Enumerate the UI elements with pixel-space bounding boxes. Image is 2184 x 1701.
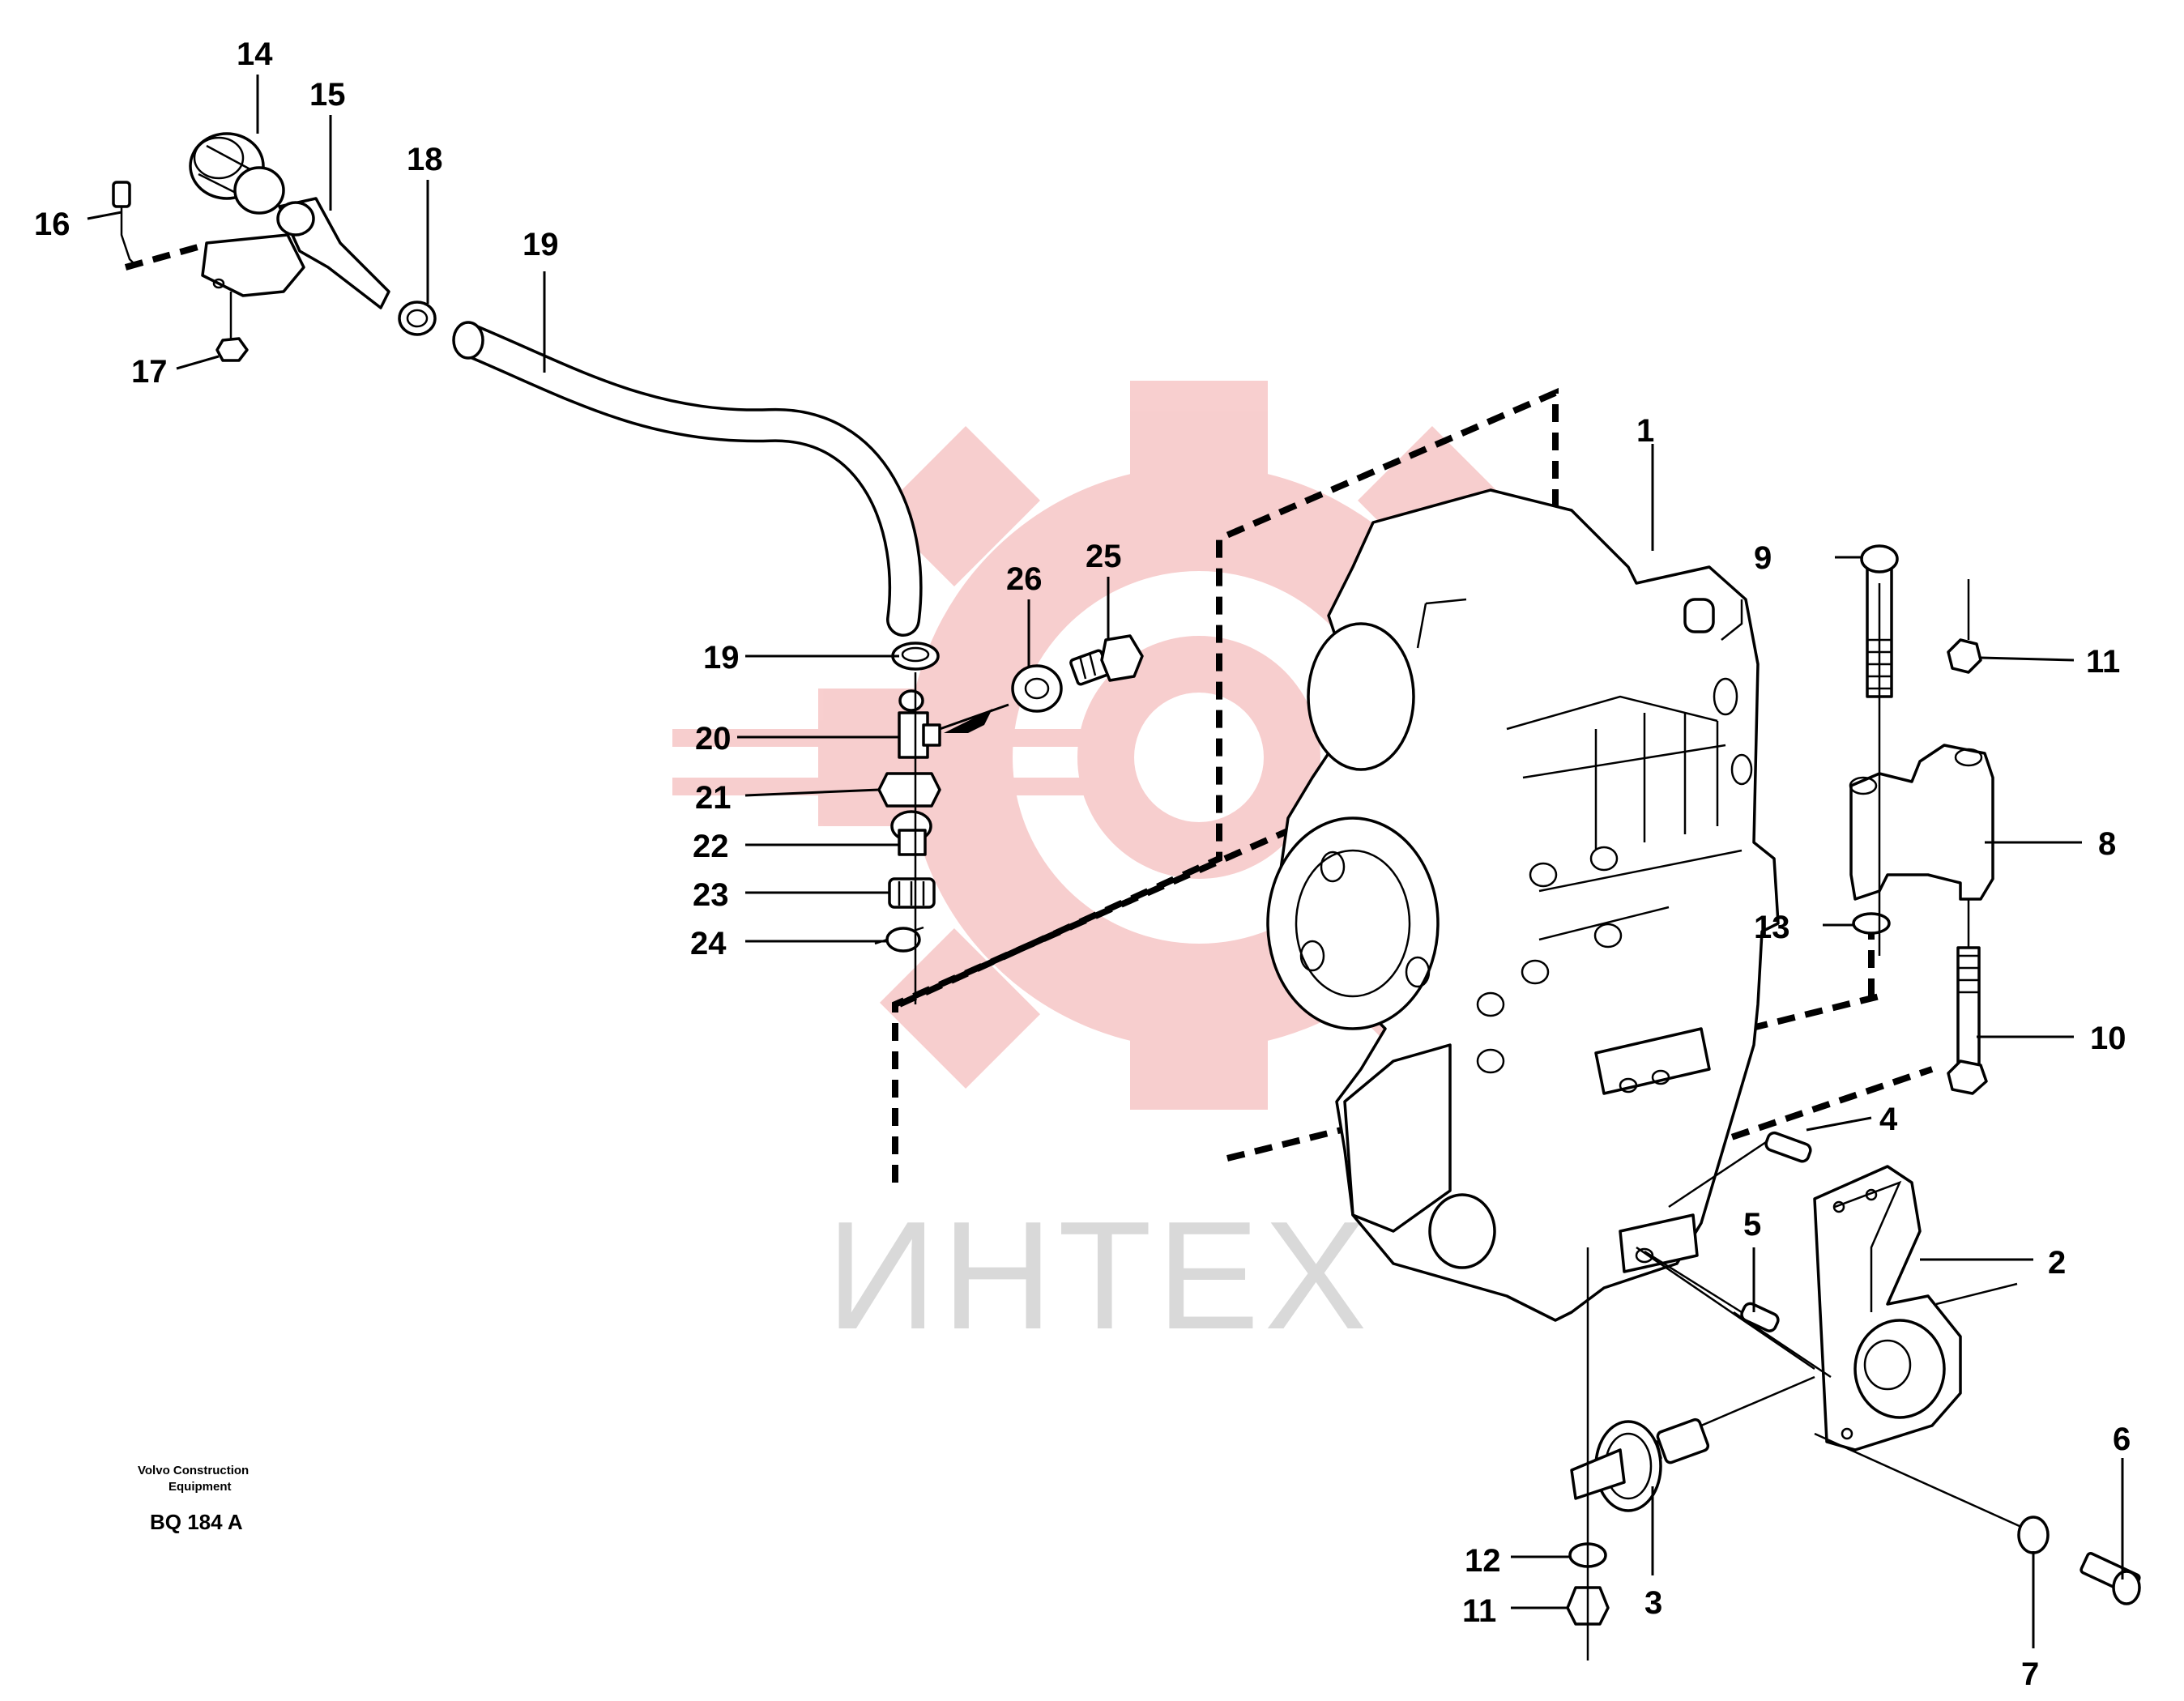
plug-25 — [1069, 634, 1144, 686]
washer-24 — [885, 927, 921, 953]
assembly-dashed-lines — [124, 241, 1934, 1183]
callout-14: 14 — [237, 36, 273, 72]
callout-11-bottom: 11 — [1462, 1593, 1496, 1629]
callout-19-top: 18 — [407, 142, 443, 177]
callout-20: 20 — [695, 721, 732, 757]
engine-mount-bracket — [1849, 744, 1994, 901]
callout-labels: 14 15 16 17 18 19 19 20 21 22 23 24 26 2… — [34, 36, 2131, 1692]
filler-cap-14 — [189, 132, 285, 215]
gearbox-housing — [1266, 488, 1780, 1322]
callout-22: 21 — [695, 780, 732, 816]
callout-17: 17 — [131, 354, 168, 390]
screw-16 — [112, 181, 134, 264]
pin-4 — [1764, 1131, 1812, 1163]
callout-26: 26 — [1006, 561, 1043, 597]
reference-company: Volvo Construction — [138, 1464, 249, 1477]
callout-leaders — [87, 75, 2124, 1648]
callout-6: 6 — [2113, 1422, 2131, 1457]
hose-clamp-19-top — [398, 301, 437, 336]
callout-7: 7 — [2021, 1656, 2039, 1692]
callout-10: 10 — [2090, 1021, 2126, 1056]
callout-1: 1 — [1636, 413, 1654, 449]
callout-16: 16 — [34, 207, 70, 242]
washer-26 — [1011, 664, 1063, 713]
callout-23: 22 — [693, 829, 729, 864]
callout-15: 15 — [309, 77, 346, 113]
callout-24: 24 — [690, 926, 727, 961]
washer-13 — [1852, 912, 1891, 935]
hose-clamp-19-bottom — [891, 642, 940, 671]
nut-17 — [215, 337, 249, 362]
callout-4: 4 — [1879, 1102, 1898, 1137]
pin-5 — [1740, 1302, 1780, 1332]
reference-block: Volvo Construction Equipment BQ 184 A — [138, 1464, 249, 1534]
callout-8: 8 — [2098, 826, 2116, 862]
callout-13: 13 — [1754, 910, 1790, 945]
bolt-10 — [1947, 946, 1988, 1095]
callout-3: 3 — [1644, 1585, 1662, 1621]
callout-25: 25 — [1086, 539, 1122, 574]
reference-company-line2: Equipment — [168, 1480, 232, 1494]
watermark-text: ИНТЕХ — [826, 1190, 1371, 1362]
callout-19-bottom: 19 — [703, 640, 740, 676]
adapter-23 — [890, 810, 932, 856]
tee-fitting-20 — [898, 689, 941, 759]
reference-code: BQ 184 A — [150, 1510, 243, 1534]
callout-5: 5 — [1743, 1207, 1761, 1243]
callout-12: 12 — [1465, 1543, 1501, 1579]
rubber-mount — [1570, 1418, 1710, 1512]
nut-11-top — [1947, 638, 1982, 674]
filler-tube-15 — [201, 197, 390, 309]
washer-7 — [2017, 1516, 2050, 1554]
callout-11-top: 11 — [2086, 644, 2120, 680]
bolt-6 — [2079, 1551, 2141, 1605]
callout-21: 23 — [693, 877, 729, 913]
mounting-bracket — [1813, 1165, 1962, 1452]
callout-9: 9 — [1754, 540, 1772, 576]
nut-22 — [877, 772, 941, 808]
hose-18 — [452, 321, 923, 637]
nipple-21 — [888, 877, 936, 909]
callout-18: 19 — [523, 227, 559, 262]
callout-2: 2 — [2048, 1245, 2066, 1281]
